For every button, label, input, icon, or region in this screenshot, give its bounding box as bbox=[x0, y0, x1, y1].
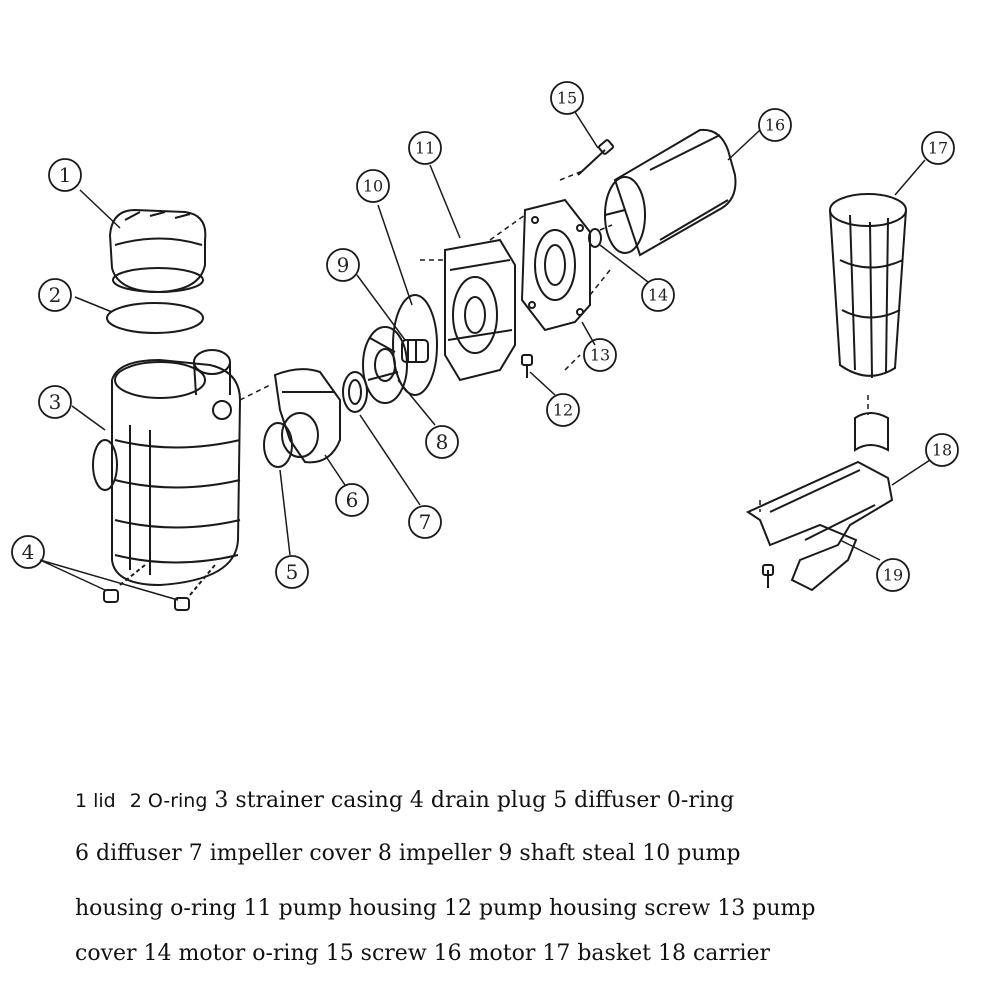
callout-number: 6 bbox=[346, 488, 359, 512]
part-basket bbox=[829, 193, 907, 379]
callout-number: 17 bbox=[928, 139, 948, 158]
part-diffuser-o-ring bbox=[263, 422, 293, 468]
callout-number: 13 bbox=[590, 346, 610, 365]
legend-o-ring: 2 O-ring bbox=[129, 790, 208, 812]
callout-number: 12 bbox=[553, 401, 573, 420]
part-motor-o-ring bbox=[588, 228, 602, 248]
part-lid bbox=[108, 208, 207, 294]
exploded-pump-diagram: 1 2 3 4 5 6 7 8 9 10 11 12 13 14 15 16 1… bbox=[11, 81, 959, 611]
callout-number: 11 bbox=[415, 139, 435, 158]
assembly-line bbox=[239, 169, 869, 512]
callout-number: 9 bbox=[337, 253, 350, 277]
part-o-ring bbox=[106, 302, 204, 334]
part-impeller-cover bbox=[342, 371, 368, 413]
legend-strainer-etc: 3 strainer casing 4 drain plug 5 diffuse… bbox=[214, 788, 735, 813]
callout-number: 18 bbox=[932, 441, 952, 460]
part-pump-cover bbox=[520, 198, 591, 332]
part-shaft bbox=[401, 339, 429, 363]
callout-number: 4 bbox=[22, 540, 35, 564]
callout-circle bbox=[408, 505, 442, 539]
part-strainer-casing bbox=[92, 349, 242, 587]
part-impeller-cover-inner bbox=[348, 379, 362, 405]
callout-circle bbox=[11, 535, 45, 569]
callout-circle bbox=[876, 558, 910, 592]
callout-number: 5 bbox=[286, 560, 299, 584]
part-screw bbox=[577, 139, 614, 176]
leader-lines bbox=[39, 111, 931, 601]
callout-number: 15 bbox=[557, 89, 577, 108]
part-pump-housing-screw bbox=[521, 354, 533, 378]
part-diffuser bbox=[273, 368, 341, 464]
part-motor bbox=[604, 128, 737, 257]
part-base bbox=[745, 460, 894, 592]
part-impeller bbox=[362, 326, 408, 404]
part-carrier bbox=[854, 412, 889, 452]
callout-circle bbox=[921, 131, 955, 165]
callout-circle bbox=[408, 131, 442, 165]
callout-number: 7 bbox=[419, 510, 432, 534]
legend-line-2: 6 diffuser 7 impeller cover 8 impeller 9… bbox=[75, 841, 741, 866]
legend-line-3: housing o-ring 11 pump housing 12 pump h… bbox=[75, 896, 816, 921]
part-drain-plug bbox=[103, 564, 216, 611]
callout-circle bbox=[275, 555, 309, 589]
callout-circle bbox=[356, 169, 390, 203]
callout-circle bbox=[335, 483, 369, 517]
callout-labels: 1 2 3 4 5 6 7 8 9 10 11 12 13 14 15 16 1… bbox=[22, 89, 953, 585]
part-pump-housing bbox=[444, 238, 516, 382]
callout-circle bbox=[326, 248, 360, 282]
callout-number: 16 bbox=[765, 116, 785, 135]
callout-number: 14 bbox=[648, 286, 668, 305]
callout-circle bbox=[550, 81, 584, 115]
callout-number: 8 bbox=[436, 430, 449, 454]
callout-circle bbox=[758, 108, 792, 142]
callout-circle bbox=[583, 338, 617, 372]
part-pump-housing-o-ring bbox=[392, 294, 438, 396]
callout-circle bbox=[38, 385, 72, 419]
callout-markers bbox=[11, 81, 959, 592]
callout-number: 19 bbox=[883, 566, 903, 585]
callout-circle bbox=[48, 158, 82, 192]
callout-circle bbox=[546, 393, 580, 427]
legend-line-4: cover 14 motor o-ring 15 screw 16 motor … bbox=[75, 941, 771, 966]
legend-lid: 1 lid bbox=[75, 790, 116, 812]
callout-circle bbox=[425, 425, 459, 459]
callout-circle bbox=[38, 278, 72, 312]
callout-number: 2 bbox=[49, 283, 62, 307]
callout-circle bbox=[641, 278, 675, 312]
legend-line-1: 1 lid 2 O-ring 3 strainer casing 4 drain… bbox=[75, 790, 955, 812]
callout-number: 10 bbox=[363, 177, 383, 196]
callout-circle bbox=[925, 433, 959, 467]
callout-number: 1 bbox=[59, 163, 72, 187]
callout-number: 3 bbox=[49, 390, 62, 414]
